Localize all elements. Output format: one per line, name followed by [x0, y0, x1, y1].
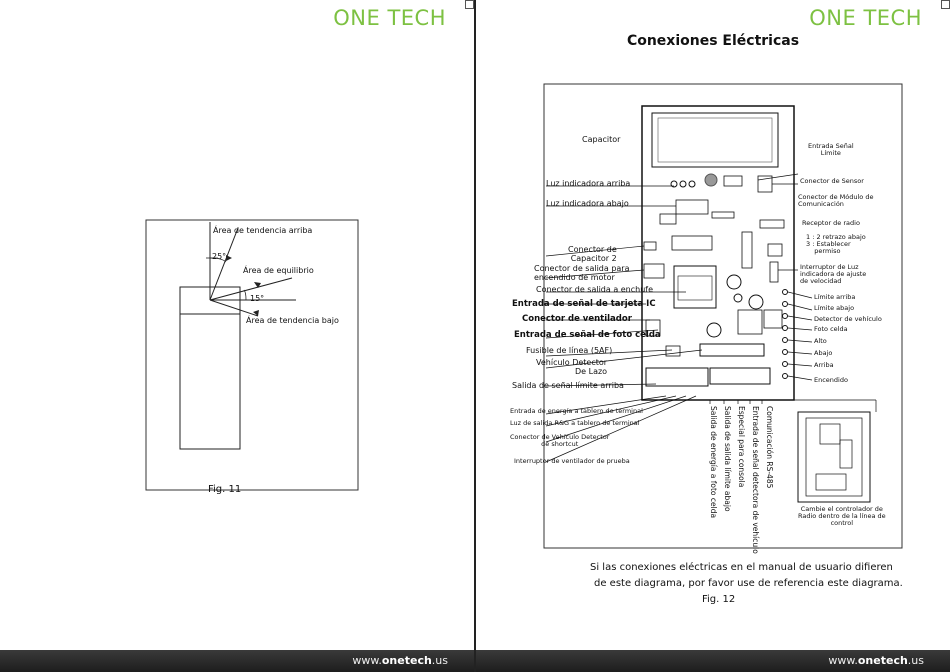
- label-plug-output: Conector de salida a enchufe: [536, 285, 654, 294]
- note-line-1: Si las conexiones eléctricas en el manua…: [590, 562, 893, 573]
- label-photocell-power-out: Salida de energía a foto celda: [709, 406, 718, 519]
- right-page: ONE TECH Conexiones Eléctricas: [476, 0, 950, 672]
- label-speed-switch: Interruptor de Luz indicadora de ajuste …: [800, 263, 867, 285]
- label-angle-25: 25°: [212, 252, 227, 261]
- footer-url[interactable]: www.onetech.us: [352, 654, 448, 667]
- label-console: Especial para consola: [737, 406, 746, 488]
- label-power-input: Entrada de energía a tablero de terminal: [510, 407, 643, 415]
- page-footer: www.onetech.us: [0, 650, 474, 672]
- label-led-down: Luz indicadora abajo: [546, 199, 629, 208]
- label-sensor-connector: Conector de Sensor: [800, 177, 864, 185]
- label-fan-test-switch: Interruptor de ventilador de prueba: [514, 457, 630, 465]
- label-photocell-input: Entrada de señal de foto celda: [514, 330, 661, 340]
- label-loop-detector: Vehículo Detector De Lazo: [536, 358, 608, 376]
- label-comm-module: Conector de Módulo de Comunicación: [798, 193, 874, 208]
- label-up: Arriba: [814, 361, 834, 369]
- label-limit-down: Límite abajo: [814, 304, 855, 312]
- label-vehicle-detector: Detector de vehículo: [814, 315, 882, 323]
- label-dip-switch-info: 1 : 2 retrazo abajo 3 : Establecer permi…: [806, 233, 866, 255]
- label-rs485: Comunicación RS-485: [765, 406, 774, 489]
- label-stop: Alto: [814, 337, 827, 345]
- brand-logo: ONE TECH: [333, 6, 446, 30]
- figure-caption: Fig. 12: [702, 594, 736, 605]
- label-limit-up: Límite arriba: [814, 293, 856, 301]
- label-capacitor: Capacitor: [582, 135, 621, 144]
- figure-caption: Fig. 11: [208, 484, 242, 495]
- label-motor-output: Conector de salida para encendido de mot…: [534, 264, 630, 282]
- page-title: Conexiones Eléctricas: [626, 33, 800, 49]
- corner-mark: [465, 0, 474, 9]
- label-photocell: Foto celda: [814, 325, 848, 333]
- label-led-up: Luz indicadora arriba: [546, 179, 631, 188]
- page-gutter: [474, 0, 476, 672]
- figure-11-diagram: [145, 219, 359, 491]
- label-limit-signal: Entrada Señal Límite: [808, 142, 854, 157]
- left-page: ONE TECH Área de tendencia arriba 25° Ár…: [0, 0, 474, 672]
- label-capacitor-2: Conector de Capacitor 2: [568, 245, 617, 263]
- page-footer: www.onetech.us: [476, 650, 950, 672]
- label-remote-controller: Cambie el controlador de Radio dentro de…: [798, 505, 886, 527]
- label-trend-up: Área de tendencia arriba: [213, 226, 313, 235]
- label-limit-up-output: Salida de señal límite arriba: [512, 381, 624, 390]
- label-radio-receiver: Receptor de radio: [802, 219, 860, 227]
- label-trend-down: Área de tendencia bajo: [246, 316, 339, 325]
- brand-logo: ONE TECH: [809, 6, 922, 30]
- label-ic-card-input: Entrada de señal de tarjeta IC: [512, 299, 656, 309]
- label-down: Abajo: [814, 349, 833, 357]
- label-rg-light: Luz de salida R&G a tablero de terminal: [510, 419, 640, 427]
- label-fuse: Fusible de línea (5AF): [526, 346, 613, 355]
- footer-url[interactable]: www.onetech.us: [828, 654, 924, 667]
- label-vehicle-signal-in: Entrada de señal detectora de vehículo: [751, 406, 760, 554]
- label-fan-connector: Conector de ventilador: [522, 314, 632, 324]
- label-power-on: Encendido: [814, 376, 848, 384]
- label-limit-down-out: Salida de salida límite abajo: [723, 406, 732, 512]
- figure-12-wiring-diagram: [543, 83, 903, 549]
- label-vehicle-detector-connector: Conector de Vehículo Detector de shortcu…: [510, 433, 610, 448]
- label-angle-15: 15°: [250, 294, 265, 303]
- note-line-2: de este diagrama, por favor use de refer…: [594, 578, 903, 589]
- label-equilibrium: Área de equilibrio: [243, 266, 314, 275]
